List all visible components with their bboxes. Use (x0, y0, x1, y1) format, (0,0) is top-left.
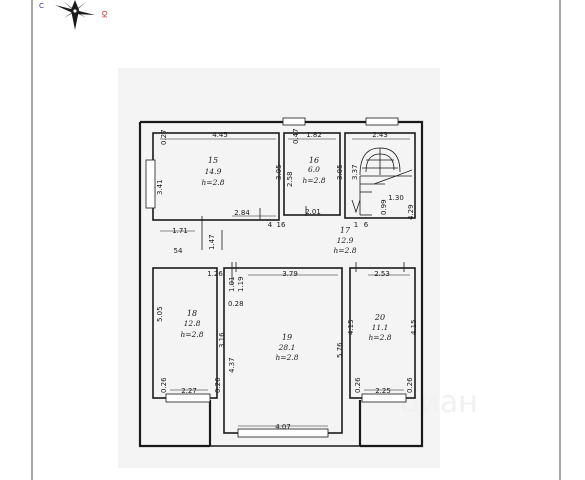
room-area: 14.9 (205, 167, 222, 176)
dim-r18-bl: 0.26 (160, 377, 168, 393)
doors (201, 206, 405, 285)
staircase (351, 147, 413, 216)
room-height: h=2.8 (201, 178, 224, 187)
dim-corr-left-b: 54 (174, 247, 183, 255)
dim-r20-bottom: 2.25 (375, 387, 391, 395)
dim-corr-small-a: 4 (268, 221, 273, 229)
dim-r15-top-left: 0.27 (160, 129, 168, 145)
compass-icon (55, 0, 95, 30)
room-number: 17 (340, 226, 351, 235)
room-area: 12.8 (184, 319, 201, 328)
window-room-18 (165, 393, 211, 403)
room-19: 19 28.1 h=2.8 (275, 333, 298, 362)
dim-stair-gap: 0.99 (380, 199, 388, 215)
dim-stair-inner: 3.37 (351, 164, 359, 180)
dim-corr-small-b: 16 (277, 221, 286, 229)
dim-r16-top-left: 0.47 (292, 128, 300, 144)
room-area: 6.0 (308, 165, 320, 174)
dim-corr-mid: 3.79 (282, 270, 298, 278)
dim-r19-right: 5.76 (336, 342, 344, 358)
dim-corr-small-c: 1 (354, 221, 358, 229)
room-height: h=2.8 (368, 333, 391, 342)
window-room-19 (237, 428, 329, 438)
dim-r16-bottom: 2.01 (305, 208, 321, 216)
room-height: h=2.8 (180, 330, 203, 339)
dim-r20-br: 0.26 (406, 377, 414, 393)
room-number: 16 (309, 156, 319, 165)
dim-r20-right: 4.15 (410, 319, 418, 335)
dim-r20-left: 4.15 (347, 319, 355, 335)
dim-r15-left: 3.41 (156, 179, 164, 195)
room-area: 12.9 (337, 236, 354, 245)
dim-r19-bottom: 4.07 (275, 423, 291, 431)
windows (145, 117, 407, 438)
dim-r20-bl: 0.26 (354, 377, 362, 393)
compass-north-label: С (39, 2, 44, 10)
room-number: 18 (187, 309, 197, 318)
dim-r15-right: 3.05 (275, 164, 283, 180)
room-height: h=2.8 (275, 353, 298, 362)
dim-r15-top: 4.45 (212, 131, 228, 139)
room-area: 28.1 (278, 343, 296, 352)
dim-r18-br: 0.26 (214, 377, 222, 393)
window-room-16 (282, 117, 306, 126)
room-17: 17 12.9 h=2.8 (333, 226, 356, 255)
room-15: 15 14.9 h=2.8 (201, 156, 224, 187)
dim-r16-top: 1.82 (306, 131, 322, 139)
dim-right-wall: 4.29 (407, 204, 415, 220)
dim-corr-small-d: 6 (364, 221, 369, 229)
dim-r15-bottom: 2.84 (234, 209, 250, 217)
room-20: 20 11.1 h=2.8 (368, 313, 391, 342)
room-16: 16 6.0 h=2.8 (302, 156, 325, 185)
dim-stair-top: 2.43 (372, 131, 388, 139)
dim-corr-left: 1.71 (172, 227, 188, 235)
watermark-text: циан (400, 385, 478, 420)
room-18: 18 12.8 h=2.8 (180, 309, 203, 339)
dim-r19-left: 4.37 (228, 357, 236, 373)
compass-south-label: Ю (101, 10, 109, 18)
dim-corr-left-v: 1.47 (208, 234, 216, 250)
dim-r19-c: 0.28 (228, 300, 244, 308)
dimension-lines (160, 138, 410, 427)
dim-stair-left: 3.05 (336, 164, 344, 180)
dim-r18-bottom: 2.27 (181, 387, 197, 395)
room-area: 11.1 (372, 323, 389, 332)
dim-r20-top: 2.53 (374, 270, 390, 278)
dim-r18-left: 5.05 (156, 306, 164, 322)
window-room-20 (361, 393, 407, 403)
window-room-15 (145, 159, 156, 209)
room-number: 20 (374, 313, 385, 322)
room-height: h=2.8 (302, 176, 325, 185)
dim-r18-right: 3.16 (218, 332, 226, 348)
dim-stair-w: 1.30 (388, 194, 404, 202)
dim-r18-top: 1.26 (207, 270, 223, 278)
window-stair (365, 117, 399, 126)
room-number: 15 (208, 156, 218, 165)
dim-r16-left: 2.58 (286, 171, 294, 187)
room-number: 19 (282, 333, 292, 342)
dim-r19-b: 1.19 (237, 276, 245, 292)
dim-r19-a: 1.01 (228, 276, 236, 292)
room-height: h=2.8 (333, 246, 356, 255)
